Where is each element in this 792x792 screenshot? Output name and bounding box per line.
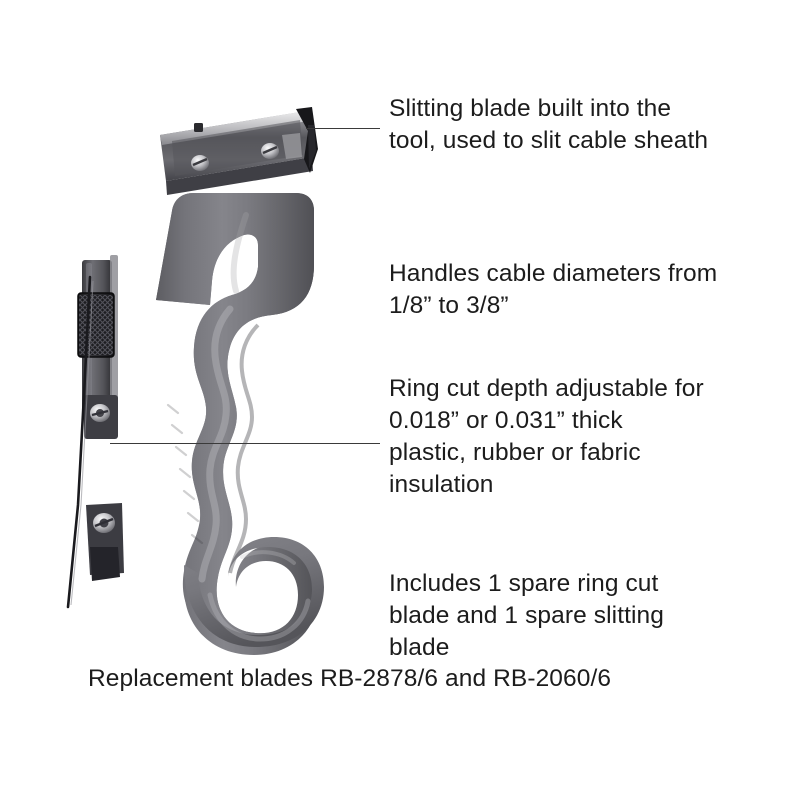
housing-screw-left	[191, 155, 209, 171]
slitting-blade	[282, 107, 318, 173]
upper-bracket-screw	[90, 404, 110, 422]
product-illustration	[60, 95, 360, 655]
lower-bracket-screw	[93, 513, 115, 533]
callout-ring-cut-depth: Ring cut depth adjustable for 0.018” or …	[389, 375, 704, 498]
molded-lettering	[166, 403, 204, 545]
leader-line-slitting-blade	[306, 128, 380, 129]
callout-spare-blades: Includes 1 spare ring cut blade and 1 sp…	[389, 570, 665, 661]
callout-cable-diameters: Handles cable diameters from 1/8” to 3/8…	[389, 260, 718, 319]
replacement-blades-note: Replacement blades RB-2878/6 and RB-2060…	[88, 665, 612, 692]
housing-nub	[194, 123, 203, 132]
callout-slitting-blade: Slitting blade built into the tool, used…	[389, 95, 709, 154]
cable-hook	[184, 537, 324, 647]
ring-cut-blade	[66, 275, 120, 609]
leader-line-ring-cut-depth	[110, 443, 380, 444]
knurled-adjustment-knob	[77, 292, 115, 358]
housing-screw-right	[261, 143, 279, 159]
plastic-handle-body	[156, 193, 318, 655]
